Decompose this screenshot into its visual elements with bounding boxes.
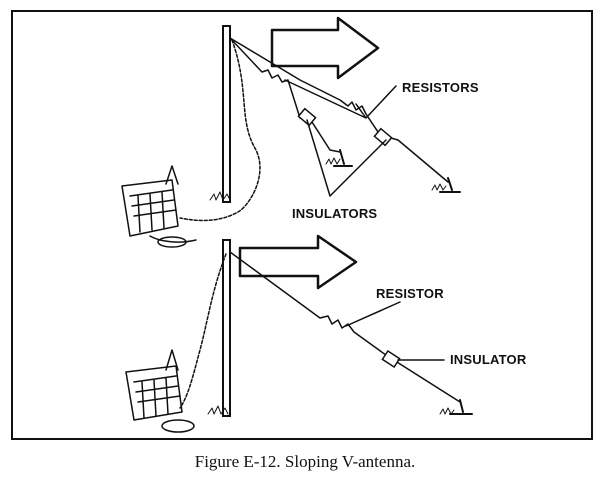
bottom-antenna-wire <box>229 251 461 403</box>
bottom-panel: RESISTOR INSULATOR <box>125 234 527 433</box>
figure-caption: Figure E-12. Sloping V-antenna. <box>194 452 416 471</box>
bottom-ground-stake <box>449 399 473 415</box>
top-grass <box>209 157 447 201</box>
top-insulator-2 <box>373 127 393 147</box>
bottom-direction-arrow <box>238 234 358 290</box>
bottom-insulator <box>381 349 401 369</box>
top-radio-set <box>121 165 197 248</box>
bottom-resistor-label: RESISTOR <box>376 286 444 301</box>
bottom-radio-set <box>125 349 195 433</box>
top-ground-stake-2 <box>439 177 461 193</box>
top-feedline <box>179 39 261 222</box>
bottom-feedline <box>179 253 227 409</box>
top-panel: RESISTORS INSULATORS <box>121 16 479 248</box>
top-insulator-1 <box>297 107 317 127</box>
top-insulators-label: INSULATORS <box>292 206 377 221</box>
bottom-resistor-callout <box>345 301 401 327</box>
top-ground-stake-1 <box>333 149 353 167</box>
top-mast <box>222 25 231 203</box>
bottom-grass <box>207 405 455 415</box>
top-resistors-callout <box>284 79 397 119</box>
top-antenna-wire-a <box>229 37 341 153</box>
bottom-insulator-label: INSULATOR <box>450 352 527 367</box>
top-resistors-label: RESISTORS <box>402 80 479 95</box>
top-insulators-callout <box>306 119 387 197</box>
top-direction-arrow <box>270 16 380 80</box>
bottom-mast <box>222 239 231 417</box>
